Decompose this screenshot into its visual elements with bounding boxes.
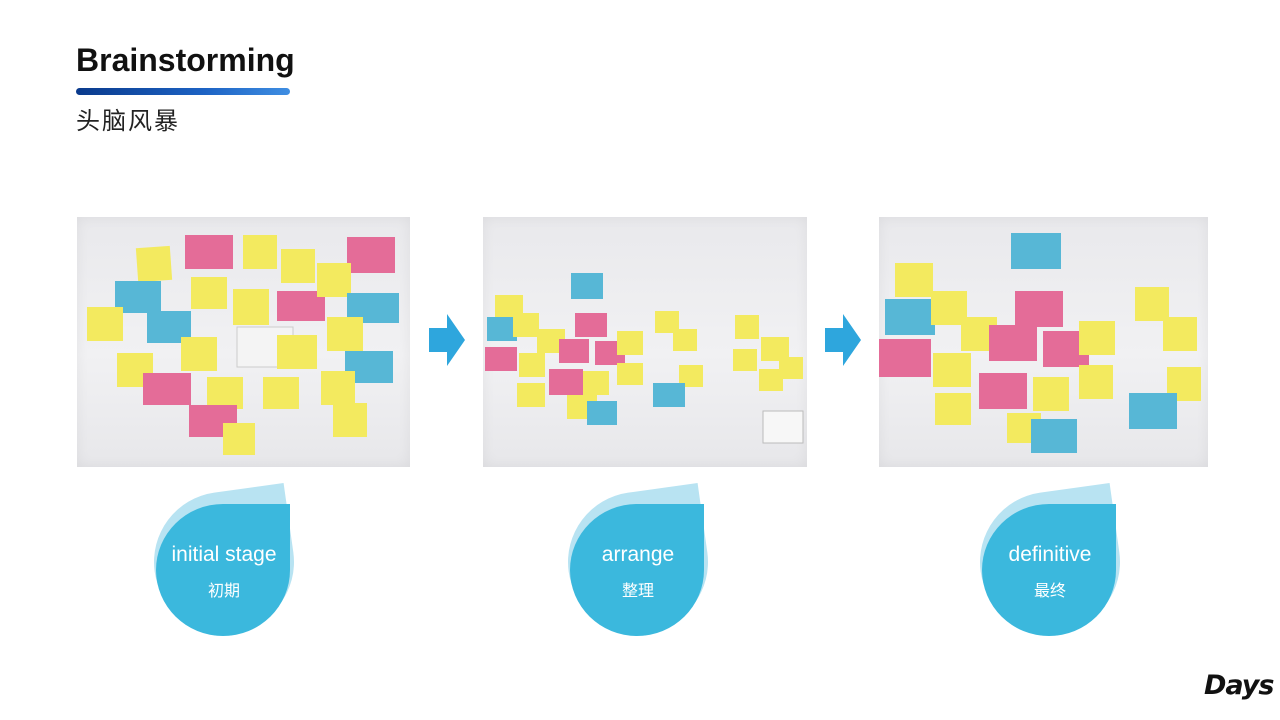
- stage-label-zh: 初期: [207, 581, 240, 600]
- photo-arrange: [483, 217, 807, 467]
- stage-label-zh: 最终: [1033, 581, 1066, 600]
- photo-initial-stage: [77, 217, 410, 467]
- stage-badge-arrange: arrange 整理: [558, 482, 718, 642]
- sticky-notes-wall-initial: [87, 235, 399, 455]
- stage-badge-definitive: definitive 最终: [970, 482, 1130, 642]
- badge-shape-front: [156, 504, 290, 636]
- stage-badge-initial: initial stage 初期: [144, 482, 304, 642]
- badge-shape-front: [982, 504, 1116, 636]
- title-underline: [76, 88, 290, 95]
- stage-label: initial stage: [171, 543, 277, 566]
- sticky-notes-wall-arrange: [485, 273, 804, 444]
- stage-label: definitive: [1008, 543, 1092, 566]
- arrow-right-icon: [429, 314, 465, 366]
- brand-logo: Days: [1204, 670, 1274, 701]
- page-title: Brainstorming: [76, 42, 295, 78]
- photo-definitive: [879, 217, 1208, 467]
- badge-shape-front: [570, 504, 704, 636]
- page-subtitle: 头脑风暴: [76, 107, 180, 135]
- stage-label-zh: 整理: [621, 581, 654, 600]
- stage-label: arrange: [601, 543, 675, 566]
- arrow-right-icon: [825, 314, 861, 366]
- sticky-notes-wall-definitive: [879, 233, 1201, 453]
